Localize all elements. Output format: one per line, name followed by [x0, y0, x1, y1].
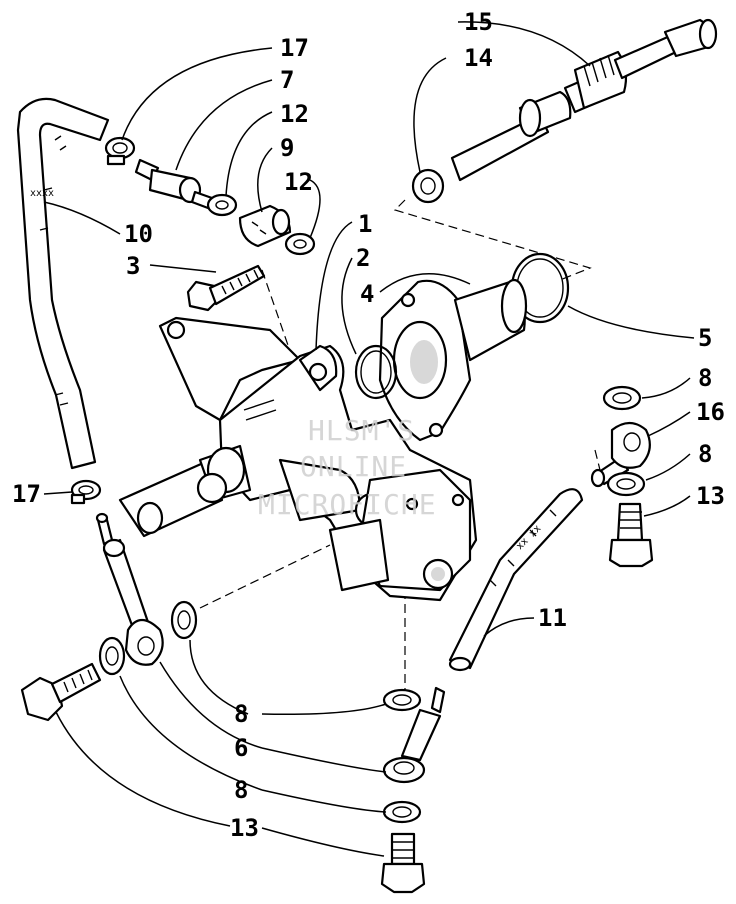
callout-7: 7	[280, 66, 294, 94]
callout-11: 11	[538, 604, 567, 632]
callout-16: 16	[696, 398, 725, 426]
bolt-part-3	[186, 264, 266, 312]
washer-part-8-bottom-lower	[382, 800, 422, 824]
watermark: HLSM'S ONLINE MICROFICHE	[258, 414, 437, 521]
callout-8-bottom: 8	[234, 776, 248, 804]
callout-10: 10	[124, 220, 153, 248]
callout-14: 14	[464, 44, 493, 72]
hose-clamp-part-17-upper	[104, 136, 136, 166]
washer-part-8-right-upper	[602, 385, 642, 411]
callout-labels: 17 7 12 9 12 10 3 1 2 4 5 15 14 8 16 8 1…	[12, 8, 725, 842]
hose-clamp-part-17-lower	[70, 479, 102, 505]
o-ring-part-2	[354, 344, 398, 400]
washer-part-8-bottom-upper	[382, 688, 422, 712]
assembly-guide-lines	[199, 199, 601, 690]
callout-15: 15	[464, 8, 493, 36]
short-hose-part-9	[238, 204, 292, 248]
clamp-part-12-a	[206, 193, 238, 217]
svg-text:xxxx: xxxx	[30, 188, 54, 199]
oil-pump-body-part-1	[118, 316, 478, 602]
watermark-line-3: MICROFICHE	[258, 488, 437, 521]
callout-17-lower: 17	[12, 480, 41, 508]
callout-17-top: 17	[280, 34, 309, 62]
callout-1: 1	[358, 210, 372, 238]
banjo-bolt-part-13-bottom	[380, 832, 426, 894]
banjo-bolt-part-13-right	[608, 502, 654, 568]
clamp-part-12-b	[284, 232, 316, 256]
callout-2: 2	[356, 244, 370, 272]
flange-housing-part-4	[378, 278, 528, 442]
callout-8-right-upper: 8	[698, 364, 712, 392]
leader-lines	[43, 21, 695, 857]
washer-part-8-right-lower	[606, 471, 646, 497]
hose-part-10: xxxx	[16, 97, 110, 470]
banjo-bolt-part-13-left	[20, 662, 102, 722]
washer-part-14	[411, 168, 445, 204]
washer-part-8-left-lower	[98, 636, 126, 676]
callout-5: 5	[698, 324, 712, 352]
callout-13-right: 13	[696, 482, 725, 510]
drive-shaft-part-15	[450, 18, 718, 182]
callout-8-right-lower: 8	[698, 440, 712, 468]
watermark-line-1: HLSM'S	[308, 414, 415, 447]
callout-13-bottom: 13	[230, 814, 259, 842]
callout-4: 4	[360, 280, 374, 308]
banjo-fitting-part-16	[590, 421, 651, 488]
banjo-fitting-part-6-left	[95, 512, 164, 666]
callout-12-top: 12	[280, 100, 309, 128]
watermark-line-2: ONLINE	[300, 450, 407, 483]
callout-6: 6	[234, 734, 248, 762]
washer-part-8-left-upper	[170, 600, 198, 640]
callout-9: 9	[280, 134, 294, 162]
callout-8-lower-left: 8	[234, 700, 248, 728]
callout-12-second: 12	[284, 168, 313, 196]
callout-3: 3	[126, 252, 140, 280]
banjo-fitting-part-6-bottom	[382, 686, 446, 784]
check-valve-part-7	[134, 158, 214, 210]
